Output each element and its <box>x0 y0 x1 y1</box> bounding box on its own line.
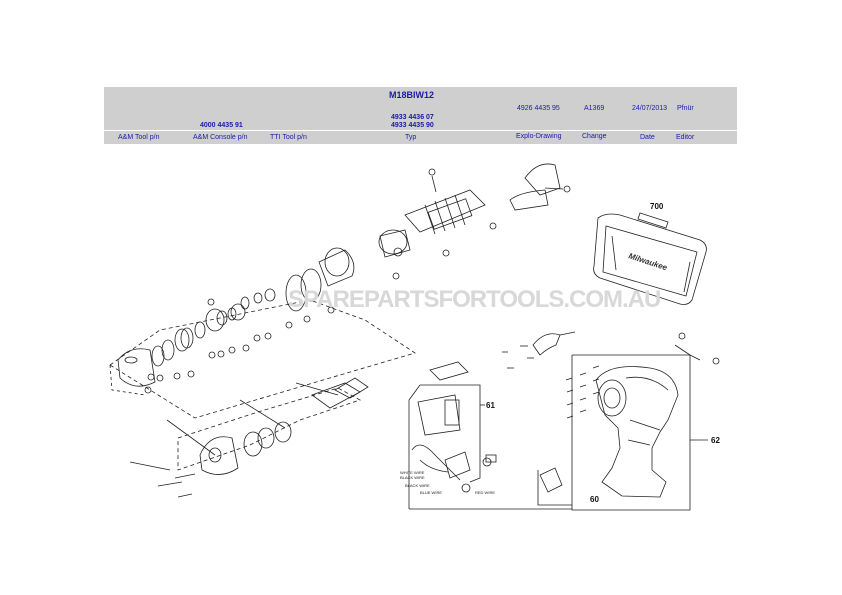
label-console-pn: A&M Console p/n <box>193 134 248 141</box>
wire-label-white: WHITE WIRE <box>400 470 425 475</box>
battery-clip-part <box>539 467 563 493</box>
electronics-bracket <box>408 361 497 509</box>
wire-label-red: RED WIRE <box>475 490 495 495</box>
callout-60-frame <box>537 470 572 506</box>
housing-screw-group <box>565 365 600 419</box>
label-tool-pn: A&M Tool p/n <box>118 134 160 141</box>
planet-gears <box>205 303 246 332</box>
label-date: Date <box>640 134 655 141</box>
gear-housing-rings <box>285 229 411 312</box>
gear-assembly-dashed-frame <box>109 299 416 471</box>
rear-cap-part <box>117 348 156 394</box>
date-value: 24/07/2013 <box>632 105 668 112</box>
seal-rings <box>151 288 276 367</box>
main-housing-part <box>595 366 679 498</box>
label-explo: Explo-Drawing <box>516 133 562 140</box>
label-change: Change <box>582 133 607 140</box>
label-typ: Typ <box>405 134 417 141</box>
explo-drawing-value: 4926 4435 95 <box>517 105 560 112</box>
callout-60: 60 <box>590 495 599 504</box>
editor-value: Pfnür <box>677 105 694 112</box>
motor-part <box>404 175 486 235</box>
wire-label-blue: BLUE WIRE <box>420 490 442 495</box>
typ-value-2: 4933 4435 90 <box>391 122 434 129</box>
screws <box>129 345 534 498</box>
wire-label-black: BLACK WIRE <box>405 483 430 488</box>
callout-700: 700 <box>650 202 664 211</box>
dashed-guide <box>109 364 146 396</box>
typ-value-1: 4933 4436 07 <box>391 114 434 121</box>
watermark: SPAREPARTSFORTOOLS.COM.AU <box>288 286 661 313</box>
model-title: M18BIW12 <box>389 90 435 100</box>
carry-case-part <box>593 212 707 305</box>
label-part <box>532 333 561 356</box>
console-value: 4000 4435 91 <box>200 122 243 129</box>
small-part-circles <box>147 168 571 382</box>
wire-label-black-white: BLACK WIRE <box>400 475 425 480</box>
callout-61: 61 <box>486 401 495 410</box>
header-band <box>104 87 737 144</box>
switch-top-assembly <box>509 163 564 211</box>
anvil-part <box>295 377 369 409</box>
case-brand: Milwaukee <box>627 251 668 272</box>
callout-62-frame <box>572 354 708 441</box>
label-tti-pn: TTI Tool p/n <box>270 134 307 141</box>
label-editor: Editor <box>676 134 695 141</box>
callout-62: 62 <box>711 436 720 445</box>
callout-61-line <box>408 384 421 401</box>
header-divider <box>104 130 737 131</box>
led-wire <box>674 344 701 361</box>
change-value: A1369 <box>584 105 605 112</box>
front-nose-housing <box>166 399 292 475</box>
